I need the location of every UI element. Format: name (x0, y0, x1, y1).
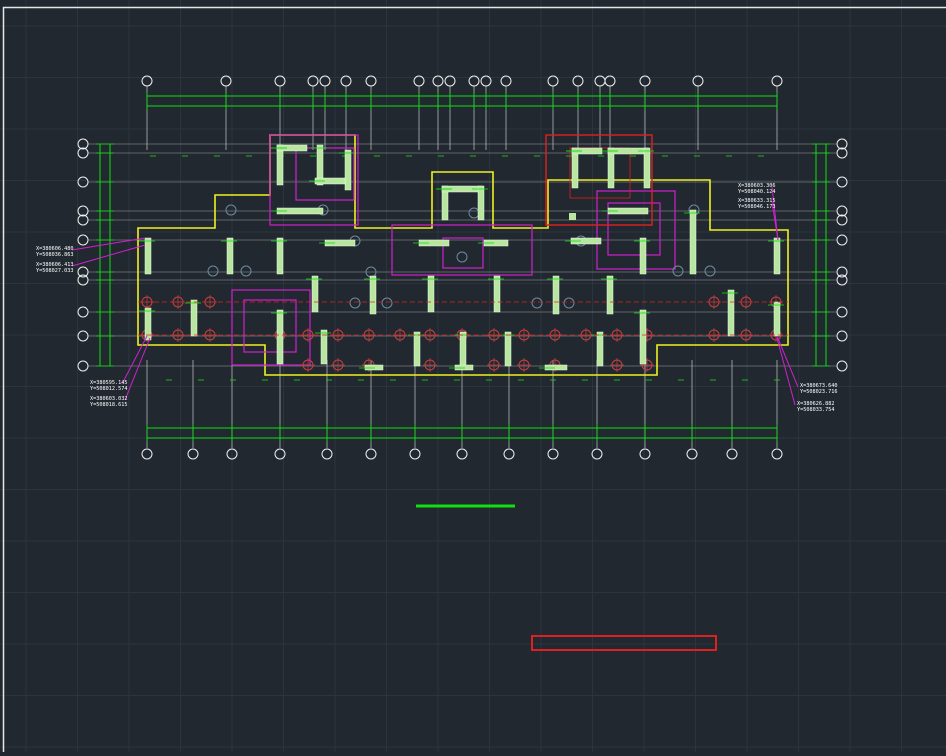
dimension-lines (96, 92, 830, 442)
wall-segment (607, 276, 613, 314)
wall-segment (414, 332, 420, 366)
coord-label-y: Y=508018.615 (90, 402, 127, 408)
wall-segment (145, 238, 151, 274)
pile-circle (705, 266, 715, 276)
wall-segment (774, 302, 780, 336)
axis-bubble (188, 449, 198, 459)
axis-bubble (78, 177, 88, 187)
wall-segment (478, 186, 484, 220)
coord-label-y: Y=508036.863 (36, 252, 73, 258)
axis-bubble (410, 449, 420, 459)
wall-segment (640, 238, 646, 274)
wall-segment (728, 290, 734, 336)
wall-segment (277, 238, 283, 274)
wall-segment (345, 150, 351, 190)
pile-circle (208, 266, 218, 276)
pile-circle (241, 266, 251, 276)
wall-segment (365, 365, 383, 370)
wall-segment (494, 276, 500, 312)
wall-segment (640, 310, 646, 364)
axis-bubble (772, 449, 782, 459)
pile-circle (226, 205, 236, 215)
axis-bubble (457, 449, 467, 459)
axis-bubble (837, 307, 847, 317)
wall-segment (277, 310, 283, 364)
axis-bubble (592, 449, 602, 459)
pile-circle (457, 252, 467, 262)
axis-bubble (837, 331, 847, 341)
coordinate-leader (777, 338, 795, 405)
axis-bubble (640, 449, 650, 459)
coord-label-y: Y=508027.033 (36, 268, 73, 274)
axis-bubble (366, 449, 376, 459)
axis-lines (88, 86, 836, 448)
axis-bubble (322, 449, 332, 459)
axis-bubble (78, 307, 88, 317)
coord-label-y: Y=508023.716 (800, 389, 837, 395)
axis-bubble (78, 331, 88, 341)
axis-bubble (548, 449, 558, 459)
pile-circle (673, 266, 683, 276)
pile-circle (469, 208, 479, 218)
axis-bubble (727, 449, 737, 459)
drawing-border (4, 8, 946, 753)
wall-segment (597, 332, 603, 366)
axis-bubble (142, 449, 152, 459)
axis-bubble (837, 235, 847, 245)
wall-segment (505, 332, 511, 366)
wall-segment (553, 276, 559, 314)
coord-label-y: Y=508040.124 (738, 189, 775, 195)
axis-bubble (504, 449, 514, 459)
wall-segment (227, 238, 233, 274)
wall-segment (460, 332, 466, 366)
wall-segment (774, 238, 780, 274)
wall-segment (370, 276, 376, 314)
pile-circle (350, 298, 360, 308)
wall-segment (644, 148, 650, 188)
coord-label-y: Y=508012.574 (90, 386, 127, 392)
wall-segment (428, 276, 434, 312)
axis-bubble (78, 235, 88, 245)
axis-bubble (78, 361, 88, 371)
axis-bubble (837, 177, 847, 187)
axis-bubble (837, 361, 847, 371)
small-square-marker (569, 213, 576, 220)
wall-segment (545, 365, 567, 370)
coord-label-y: Y=508046.173 (738, 204, 775, 210)
wall-segment (312, 276, 318, 312)
wall-segment (690, 210, 696, 274)
title-block-box (532, 636, 716, 650)
coord-label-y: Y=508033.754 (797, 407, 834, 413)
wall-segment (191, 300, 197, 336)
wall-segment (455, 365, 473, 370)
pile-circle (564, 298, 574, 308)
